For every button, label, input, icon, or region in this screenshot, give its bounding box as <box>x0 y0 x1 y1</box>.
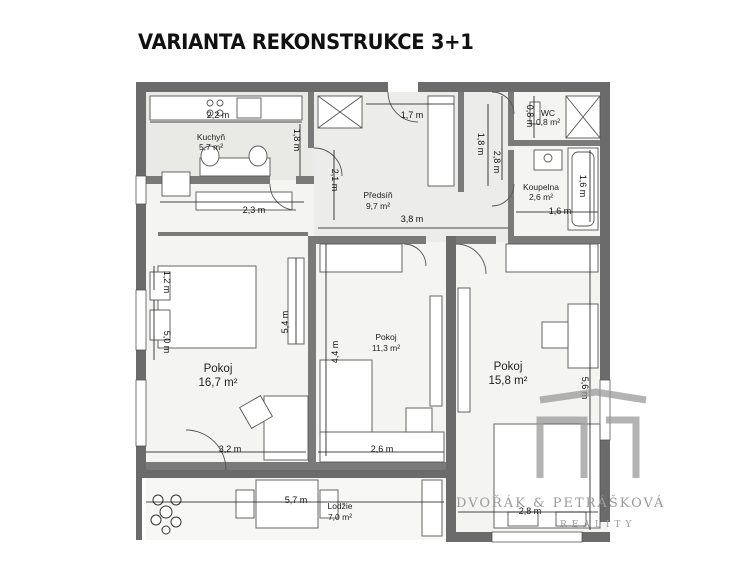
dim-entry-width: 1,7 m <box>401 110 424 120</box>
dim-bath-height: 1,6 m <box>578 175 588 198</box>
outer-walls <box>136 82 610 542</box>
hall-name: Předsíň <box>363 190 393 200</box>
agency-logo-icon <box>536 388 647 478</box>
kitchen-counter <box>149 95 303 211</box>
watermark-brand: DVOŘÁK & PETRÁŠKOVÁ <box>456 496 666 511</box>
dim-right-width: 2,8 m <box>519 506 542 516</box>
dim-corridor-width: 2,3 m <box>243 205 266 215</box>
dim-hall-depth: 1,8 m <box>476 133 486 156</box>
dim-middle-height: 4,4 m <box>330 341 340 364</box>
dim-bath-width: 1,6 m <box>549 206 572 216</box>
hall-area: 9,7 m² <box>366 201 390 211</box>
dim-loggia-width: 5,7 m <box>285 495 308 505</box>
dim-hall-right-height: 2,8 m <box>492 151 502 174</box>
loggia-furniture <box>235 479 443 537</box>
room-left-name: Pokoj <box>204 363 233 375</box>
bathroom-area: 2,6 m² <box>529 192 553 202</box>
loggia-name: Lodžie <box>327 501 352 511</box>
wc-name: WC <box>541 108 555 118</box>
dim-right-height: 5,6 m <box>580 377 590 400</box>
wc-area: 0,8 m² <box>536 117 560 127</box>
room-right-name: Pokoj <box>494 361 523 373</box>
room-right-area: 15,8 m² <box>489 375 528 387</box>
hall-furniture <box>317 95 601 187</box>
bathroom-name: Koupelna <box>523 182 559 192</box>
kitchen-name: Kuchyň <box>197 132 226 142</box>
loggia-area: 7,0 m² <box>328 512 352 522</box>
dim-left-mid: 5,0 m <box>162 331 172 354</box>
dim-hall-height: 2,1 m <box>330 169 340 192</box>
middle-room-furniture <box>319 243 445 463</box>
bathroom-fixtures <box>533 147 599 231</box>
dim-kitchen-height: 1,8 m <box>292 129 302 152</box>
watermark-sub: REALITY <box>560 520 637 530</box>
windows <box>135 175 611 543</box>
dim-wc-height: 0,8 m <box>525 105 535 128</box>
dim-middle-width: 2,6 m <box>371 444 394 454</box>
dim-hall-width: 3,8 m <box>401 214 424 224</box>
dimension-lines <box>146 96 598 530</box>
plant-icon <box>150 494 182 535</box>
dim-kitchen-width: 2,2 m <box>207 110 230 120</box>
plan-title: VARIANTA REKONSTRUKCE 3+1 <box>138 30 474 54</box>
room-left-area: 16,7 m² <box>199 377 238 389</box>
room-middle-area: 11,3 m² <box>372 343 400 353</box>
room-middle-name: Pokoj <box>375 332 396 342</box>
dim-left-height: 5,4 m <box>280 311 290 334</box>
dimension-labels: 2,2 m 1,8 m 2,3 m 2,1 m 1,7 m 3,8 m 1,8 … <box>162 105 590 516</box>
dim-left-width: 3,2 m <box>219 444 242 454</box>
room-labels: Kuchyň 5,7 m² Předsíň 9,7 m² WC 0,8 m² K… <box>197 108 560 522</box>
dim-left-small: 1,2 m <box>162 271 172 294</box>
kitchen-area: 5,7 m² <box>199 142 223 152</box>
